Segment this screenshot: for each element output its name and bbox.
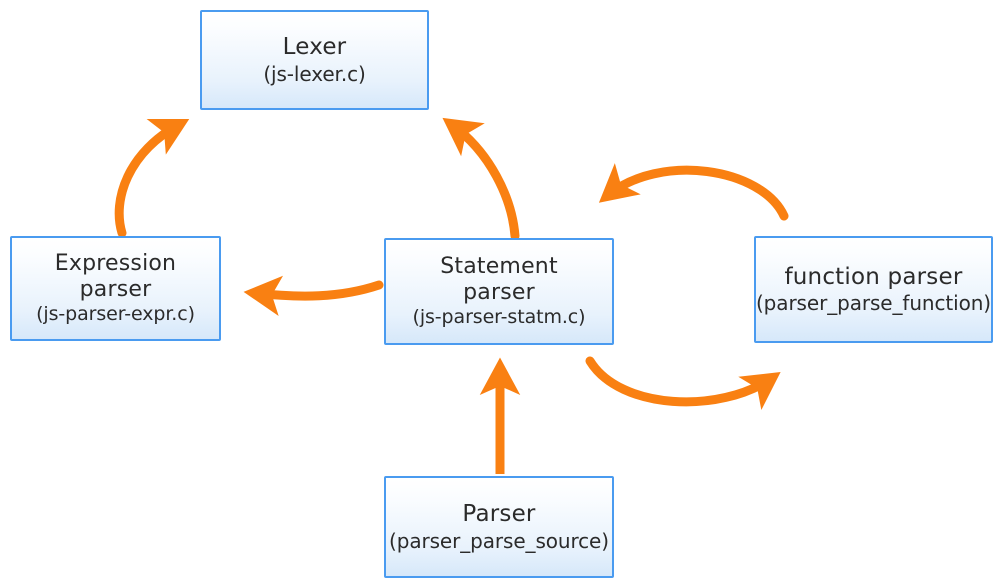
node-statement-parser-title-line2: parser (463, 280, 535, 306)
node-parser-subtitle: (parser_parse_source) (389, 528, 609, 553)
node-expression-parser[interactable]: Expression parser (js-parser-expr.c) (10, 236, 221, 341)
node-expression-parser-subtitle: (js-parser-expr.c) (36, 303, 195, 326)
edge-function-to-statement (598, 163, 789, 221)
node-function-parser[interactable]: function parser (parser_parse_function) (754, 236, 993, 343)
node-lexer-title: Lexer (282, 34, 347, 61)
node-expression-parser-title-line1: Expression (54, 250, 177, 276)
edge-statement-to-expression (243, 275, 384, 317)
node-statement-parser-subtitle: (js-parser-statm.c) (412, 306, 586, 329)
node-statement-parser-title-line1: Statement (440, 253, 558, 279)
node-parser[interactable]: Parser (parser_parse_source) (384, 476, 614, 578)
node-parser-title: Parser (462, 501, 536, 528)
node-function-parser-title: function parser (784, 263, 963, 290)
node-function-parser-subtitle: (parser_parse_function) (755, 291, 992, 316)
edge-statement-to-lexer (442, 117, 520, 241)
edge-expression-to-lexer (114, 118, 190, 238)
node-lexer[interactable]: Lexer (js-lexer.c) (200, 10, 429, 110)
node-expression-parser-title-line2: parser (79, 277, 152, 303)
node-statement-parser[interactable]: Statement parser (js-parser-statm.c) (384, 238, 614, 345)
edge-statement-to-function (585, 356, 781, 411)
node-lexer-subtitle: (js-lexer.c) (263, 61, 366, 86)
